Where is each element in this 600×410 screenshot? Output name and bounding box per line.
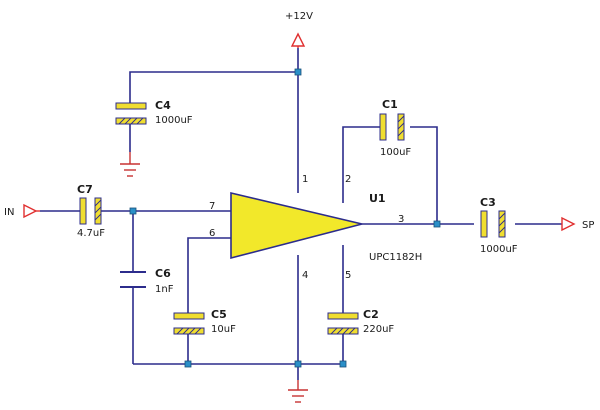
opamp-ref: U1 bbox=[369, 192, 386, 205]
capacitor-c3 bbox=[480, 210, 506, 238]
junction-ground bbox=[294, 360, 302, 368]
c2-value: 220uF bbox=[363, 324, 394, 335]
output-port-icon bbox=[561, 216, 576, 232]
c6-ref: C6 bbox=[155, 267, 171, 280]
ground-icon-c4 bbox=[120, 152, 140, 177]
c3-ref: C3 bbox=[480, 196, 496, 209]
opamp-part: UPC1182H bbox=[369, 252, 422, 263]
pin-5-label: 5 bbox=[345, 270, 351, 281]
c6-value: 1nF bbox=[155, 284, 174, 295]
capacitor-c6 bbox=[120, 271, 146, 288]
c1-value: 100uF bbox=[380, 147, 411, 158]
pin-3-label: 3 bbox=[398, 214, 404, 225]
pin-6-label: 6 bbox=[209, 228, 215, 239]
wires bbox=[40, 48, 562, 380]
capacitor-c7 bbox=[79, 197, 102, 225]
c5-ref: C5 bbox=[211, 308, 227, 321]
wire-pin2-c1 bbox=[342, 126, 380, 203]
capacitor-c5 bbox=[173, 312, 205, 335]
wire-vcc-c4 bbox=[129, 71, 298, 104]
c1-ref: C1 bbox=[382, 98, 398, 111]
vcc-arrow-icon bbox=[290, 32, 306, 48]
wire-pin6-c5 bbox=[187, 237, 231, 314]
output-port-label: SP bbox=[582, 220, 594, 231]
c5-value: 10uF bbox=[211, 324, 236, 335]
vcc-label: +12V bbox=[285, 11, 313, 22]
opamp-triangle bbox=[230, 191, 363, 260]
capacitor-c2 bbox=[327, 312, 359, 335]
input-port-label: IN bbox=[4, 207, 14, 218]
capacitor-c4 bbox=[115, 102, 147, 125]
c4-ref: C4 bbox=[155, 99, 171, 112]
c3-value: 1000uF bbox=[480, 244, 518, 255]
junction-vcc bbox=[294, 68, 302, 76]
junction-c2-gnd bbox=[339, 360, 347, 368]
pin-2-label: 2 bbox=[345, 174, 351, 185]
pin-7-label: 7 bbox=[209, 201, 215, 212]
junction-c5-gnd bbox=[184, 360, 192, 368]
wire-c1-output bbox=[410, 126, 438, 224]
junctions bbox=[129, 68, 441, 368]
c4-value: 1000uF bbox=[155, 115, 193, 126]
c2-ref: C2 bbox=[363, 308, 379, 321]
c7-value: 4.7uF bbox=[77, 228, 105, 239]
capacitor-c1 bbox=[379, 113, 405, 141]
junction-output bbox=[433, 220, 441, 228]
junction-input bbox=[129, 207, 137, 215]
ground-icon-main bbox=[288, 380, 308, 403]
pin-1-label: 1 bbox=[302, 174, 308, 185]
input-port-icon bbox=[23, 203, 38, 219]
c7-ref: C7 bbox=[77, 183, 93, 196]
pin-4-label: 4 bbox=[302, 270, 308, 281]
